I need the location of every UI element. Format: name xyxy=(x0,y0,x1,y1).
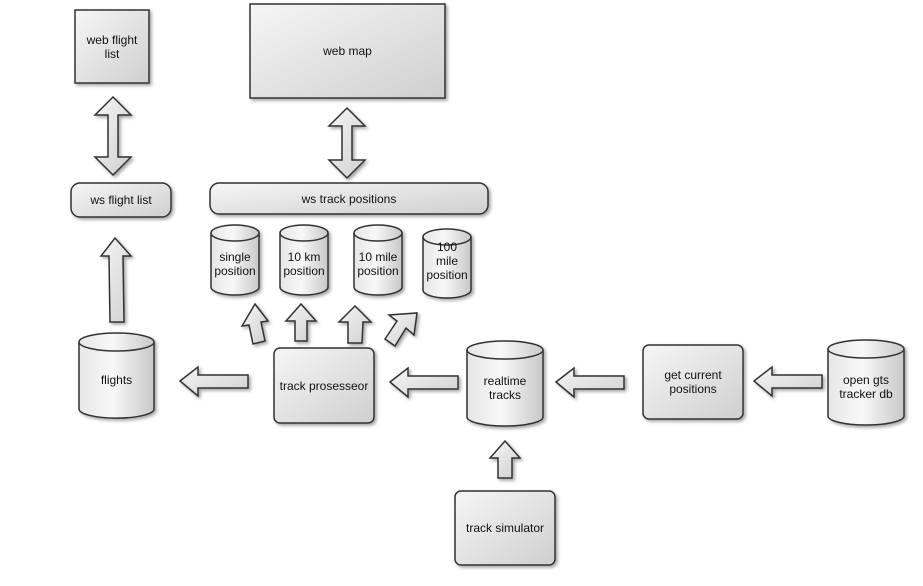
web-flight-list-box xyxy=(74,9,150,84)
flights-cylinder xyxy=(78,332,155,419)
arrow-processor-to-10mile xyxy=(337,304,373,344)
web-map-box xyxy=(249,3,446,99)
ws-flight-list-box xyxy=(70,182,172,218)
arrow-processor-to-10km xyxy=(284,302,318,342)
double-arrow-web-map xyxy=(327,106,367,180)
ten-km-position-cylinder xyxy=(279,224,329,296)
get-current-positions-box xyxy=(642,344,744,420)
arrow-db-to-get-current xyxy=(752,365,823,398)
double-arrow-web-flight-list xyxy=(93,95,133,177)
track-processor-box xyxy=(273,347,375,424)
hundred-mile-position-cylinder xyxy=(422,228,472,299)
arrow-processor-to-single xyxy=(240,302,270,345)
single-position-cylinder xyxy=(210,224,260,296)
track-simulator-box xyxy=(454,490,556,566)
realtime-tracks-cylinder xyxy=(466,340,544,427)
arrow-get-current-to-realtime xyxy=(554,366,625,399)
ws-track-positions-box xyxy=(209,182,489,215)
arrow-simulator-to-realtime xyxy=(488,439,522,479)
arrow-processor-to-100mile xyxy=(383,312,418,348)
arrow-realtime-to-processor xyxy=(388,366,459,399)
arrow-flights-to-ws-flight-list xyxy=(99,236,133,323)
ten-mile-position-cylinder xyxy=(353,224,403,296)
open-gts-tracker-db-cylinder xyxy=(827,339,905,426)
arrow-processor-to-flights xyxy=(178,365,249,398)
